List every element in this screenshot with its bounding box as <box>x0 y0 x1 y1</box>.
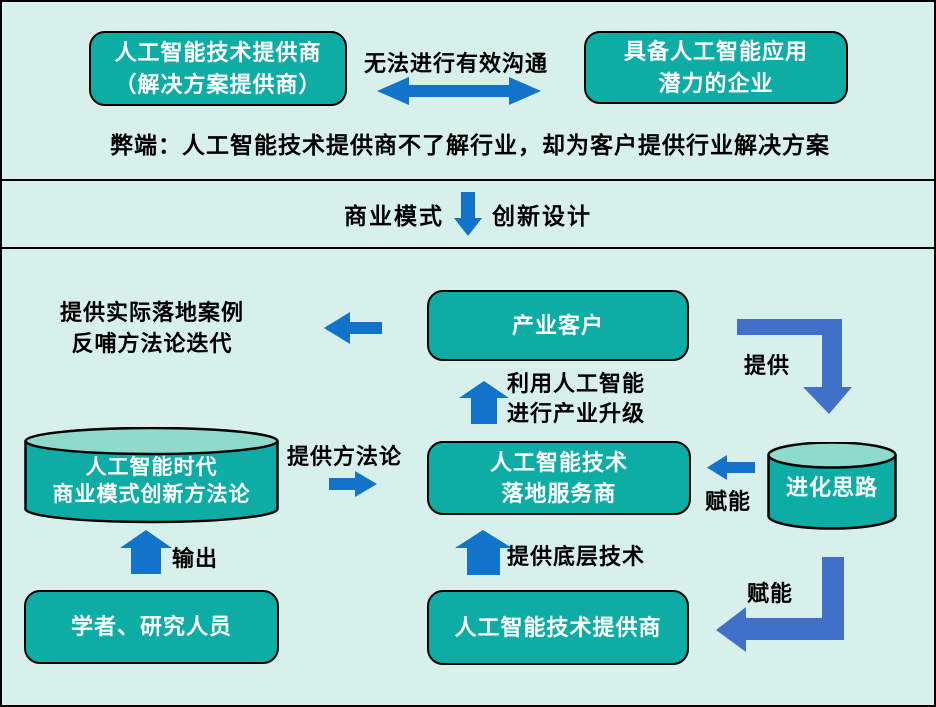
left-arrow-icon <box>707 455 755 480</box>
label-line: 提供实际落地案例 <box>59 300 244 325</box>
node-scholars: 学者、研究人员 <box>24 590 279 664</box>
divider-line <box>2 179 934 181</box>
node-line: 潜力的企业 <box>658 70 774 96</box>
left-arrow-icon <box>324 312 382 344</box>
communication-gap-label: 无法进行有效沟通 <box>363 51 548 76</box>
methodology-label: 提供方法论 <box>287 444 403 469</box>
node-ai-tech-provider-top: 人工智能技术提供商 （解决方案提供商） <box>89 31 347 106</box>
label-line: 利用人工智能 <box>507 371 646 396</box>
up-arrow-icon <box>120 530 172 574</box>
node-industry-customer: 产业客户 <box>427 290 689 361</box>
provide-label: 提供 <box>744 353 791 378</box>
empower-label-2: 赋能 <box>747 581 794 606</box>
label-line: 反哺方法论迭代 <box>71 331 233 356</box>
divider-line <box>2 247 934 249</box>
cylinder-methodology-label: 人工智能时代 商业模式创新方法论 <box>24 454 279 508</box>
drawback-note: 弊端：人工智能技术提供商不了解行业，却为客户提供行业解决方案 <box>110 132 830 158</box>
up-arrow-icon <box>455 530 512 575</box>
node-line: （解决方案提供商） <box>114 71 322 97</box>
upgrade-label: 利用人工智能 进行产业升级 <box>507 369 645 429</box>
elbow-arrow-provide-icon <box>737 319 852 414</box>
label-line: 人工智能时代 <box>85 456 218 479</box>
node-potential-enterprise: 具备人工智能应用 潜力的企业 <box>584 31 848 104</box>
node-ai-tech-provider-bottom: 人工智能技术提供商 <box>427 590 689 665</box>
node-landing-service-provider: 人工智能技术 落地服务商 <box>427 441 691 515</box>
feedback-label: 提供实际落地案例 反哺方法论迭代 <box>22 297 282 359</box>
label-line: 商业模式创新方法论 <box>52 483 251 506</box>
empower-label-1: 赋能 <box>705 489 752 514</box>
cylinder-evolution-label: 进化思路 <box>785 475 878 500</box>
bidirectional-arrow-icon <box>377 77 541 105</box>
elbow-arrow-empower-icon <box>716 557 844 652</box>
node-line: 具备人工智能应用 <box>623 38 808 64</box>
band-right-label: 创新设计 <box>492 203 592 229</box>
down-arrow-icon <box>454 192 482 236</box>
right-arrow-icon <box>329 471 377 497</box>
cylinder-evolution-idea <box>767 442 897 530</box>
base-tech-label: 提供底层技术 <box>507 544 646 569</box>
cylinder-methodology <box>24 427 279 524</box>
transition-band: 商业模式 创新设计 <box>2 181 934 247</box>
label-line: 进行产业升级 <box>507 401 646 426</box>
node-line: 落地服务商 <box>501 481 617 506</box>
up-arrow-icon <box>459 381 509 424</box>
band-left-label: 商业模式 <box>344 203 444 229</box>
node-line: 人工智能技术提供商 <box>114 39 322 65</box>
node-line: 人工智能技术 <box>489 450 628 475</box>
output-label: 输出 <box>172 546 219 571</box>
